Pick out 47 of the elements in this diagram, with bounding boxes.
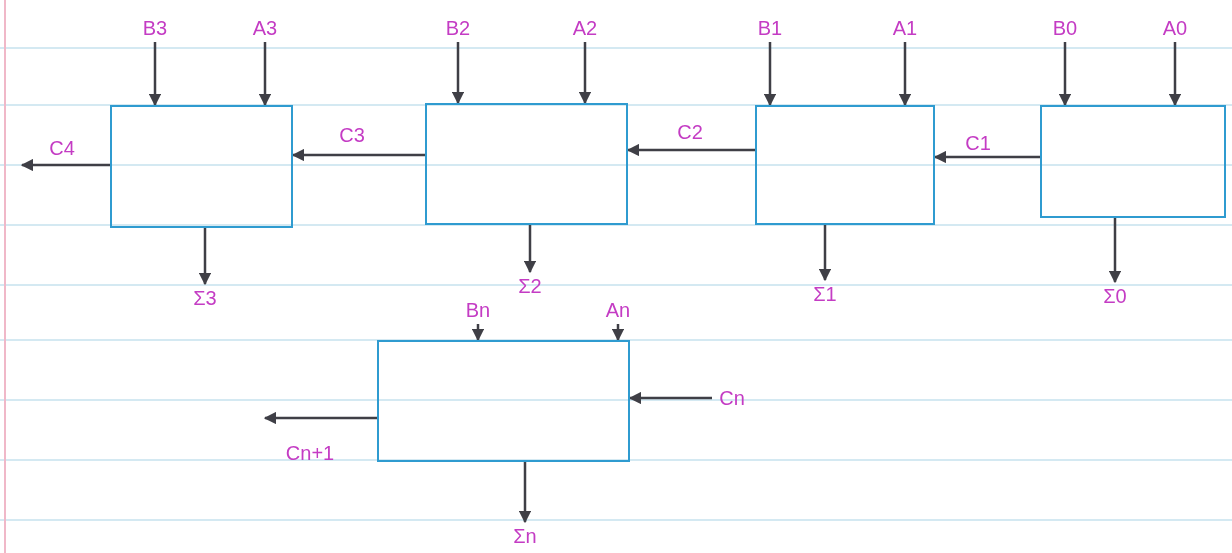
- arrow: [1058, 42, 1072, 107]
- signal-label: A0: [1150, 14, 1200, 42]
- arrow: [291, 148, 425, 162]
- signal-label: A3: [240, 14, 290, 42]
- signal-label: A1: [880, 14, 930, 42]
- adder-box: [110, 105, 293, 228]
- arrow: [20, 158, 110, 172]
- signal-label: Σ3: [180, 284, 230, 312]
- signal-label: B2: [433, 14, 483, 42]
- signal-label: Σ1: [800, 280, 850, 308]
- edge-label: C2: [677, 120, 703, 145]
- arrow: [818, 225, 832, 282]
- adder-box: [1040, 105, 1226, 218]
- signal-label: B0: [1040, 14, 1090, 42]
- edge-label: C3: [339, 123, 365, 148]
- edge-label: C1: [965, 131, 991, 156]
- signal-label: B3: [130, 14, 180, 42]
- arrow: [263, 411, 377, 425]
- arrow: [933, 150, 1040, 164]
- arrow: [611, 324, 625, 342]
- signal-label: Bn: [453, 296, 503, 324]
- arrow: [1108, 218, 1122, 284]
- arrow: [763, 42, 777, 107]
- edge-label: Cn+1: [285, 441, 335, 466]
- adder-box: [377, 340, 630, 462]
- signal-label: Σ0: [1090, 282, 1140, 310]
- signal-label: Cn: [712, 384, 752, 412]
- edge-label: C4: [49, 136, 75, 161]
- arrow: [471, 324, 485, 342]
- signal-label: Σ2: [505, 272, 555, 300]
- signal-label: B1: [745, 14, 795, 42]
- arrow: [626, 143, 755, 157]
- signal-label: A2: [560, 14, 610, 42]
- arrow: [628, 391, 712, 405]
- arrow: [1168, 42, 1182, 107]
- arrow: [148, 42, 162, 107]
- signal-label: An: [593, 296, 643, 324]
- arrow: [523, 225, 537, 274]
- arrow: [518, 462, 532, 524]
- arrow: [451, 42, 465, 105]
- adder-box: [755, 105, 935, 225]
- arrow: [258, 42, 272, 107]
- arrow: [898, 42, 912, 107]
- arrow: [578, 42, 592, 105]
- signal-label: Σn: [500, 522, 550, 550]
- arrow: [198, 228, 212, 286]
- adder-box: [425, 103, 628, 225]
